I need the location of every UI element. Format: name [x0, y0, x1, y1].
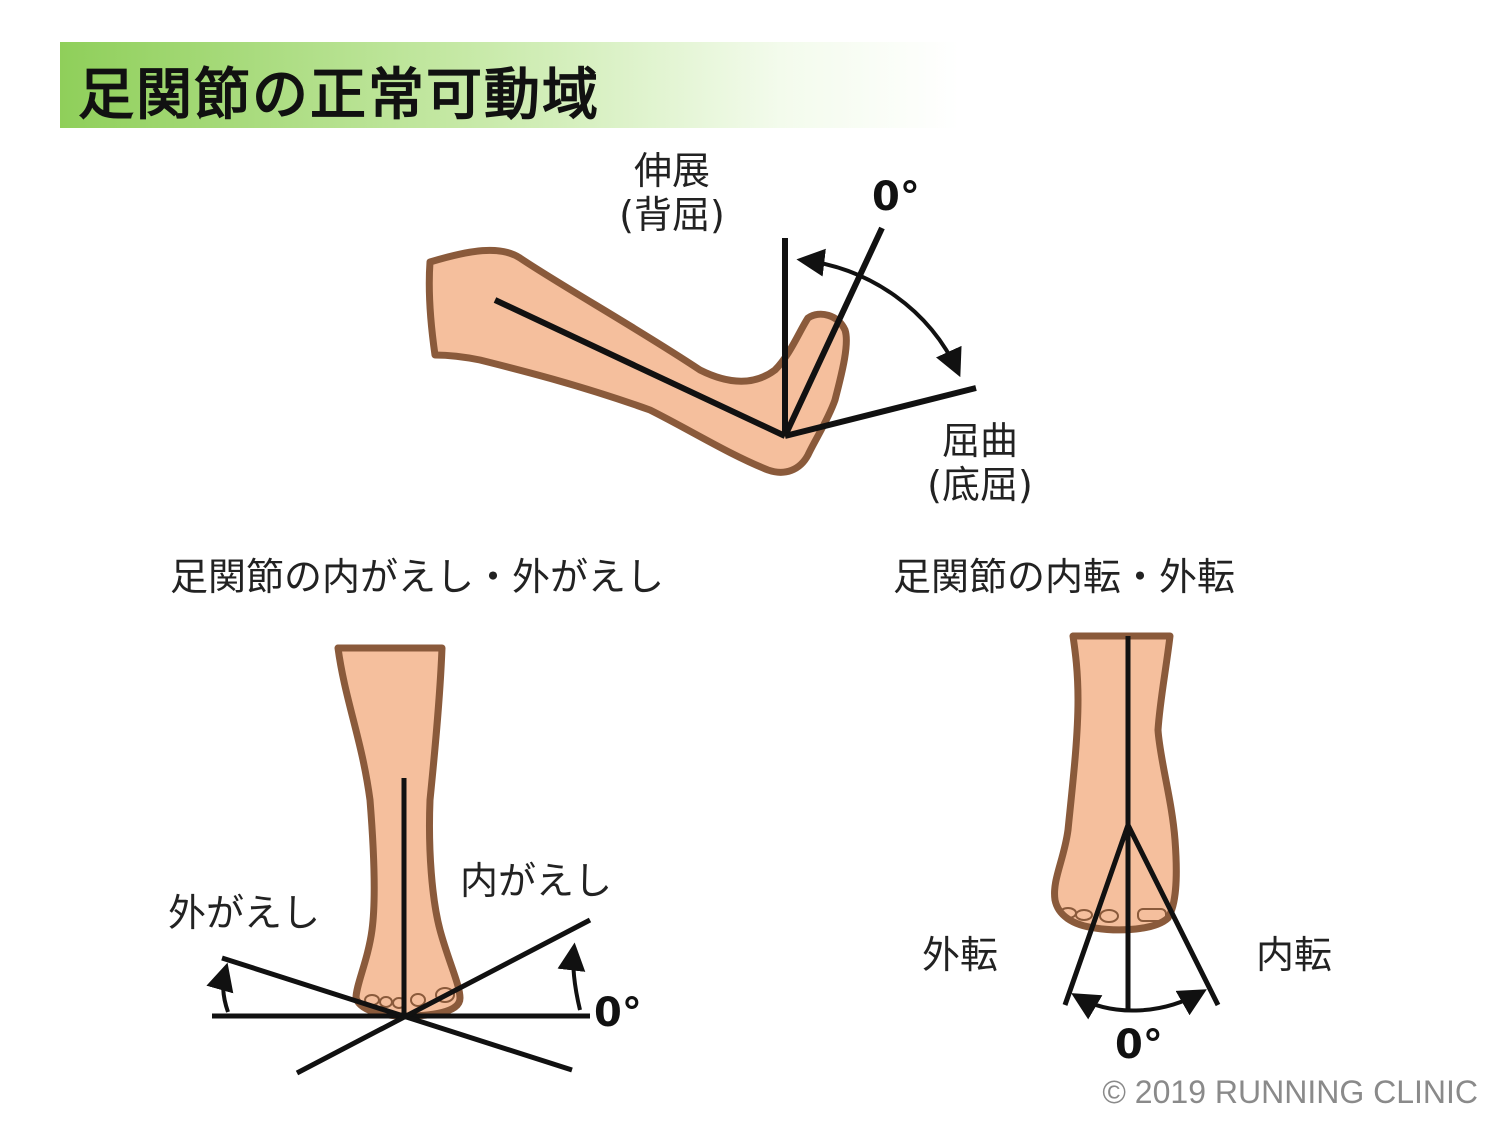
inversion-eversion-heading: 足関節の内がえし・外がえし [170, 555, 665, 599]
inversion-label: 内がえし [460, 859, 613, 903]
leg-front-illustration [334, 644, 464, 1020]
zero-degree-label-rotation: 0° [1115, 1022, 1163, 1068]
extension-text: 伸展 [633, 149, 710, 193]
inversion-eversion-lines [212, 778, 592, 1076]
zero-degree-label-top: 0° [872, 174, 920, 220]
abduction-label: 外転 [922, 933, 999, 977]
copyright-notice: © 2019 RUNNING CLINIC [1102, 1074, 1478, 1110]
dorsiflexion-text: (背屈) [619, 192, 725, 237]
flexion-text: 屈曲 [941, 419, 1018, 463]
extension-label: 伸展 (背屈) [612, 149, 732, 237]
flexion-range-arrow [796, 248, 962, 378]
abduction-adduction-lines [1062, 636, 1221, 1012]
page-title: 足関節の正常可動域 [78, 63, 600, 128]
zero-degree-label-inversion: 0° [594, 990, 642, 1036]
eversion-label: 外がえし [168, 891, 321, 935]
flexion-label: 屈曲 (底屈) [920, 419, 1040, 507]
plantarflexion-text: (底屈) [927, 462, 1033, 507]
abduction-adduction-arrow [1071, 989, 1207, 1020]
title-banner: 足関節の正常可動域 [60, 42, 960, 128]
adduction-label: 内転 [1256, 933, 1333, 977]
abduction-adduction-heading: 足関節の内転・外転 [893, 555, 1236, 599]
eversion-arrow [206, 962, 234, 1013]
inversion-arrow [557, 942, 586, 1011]
